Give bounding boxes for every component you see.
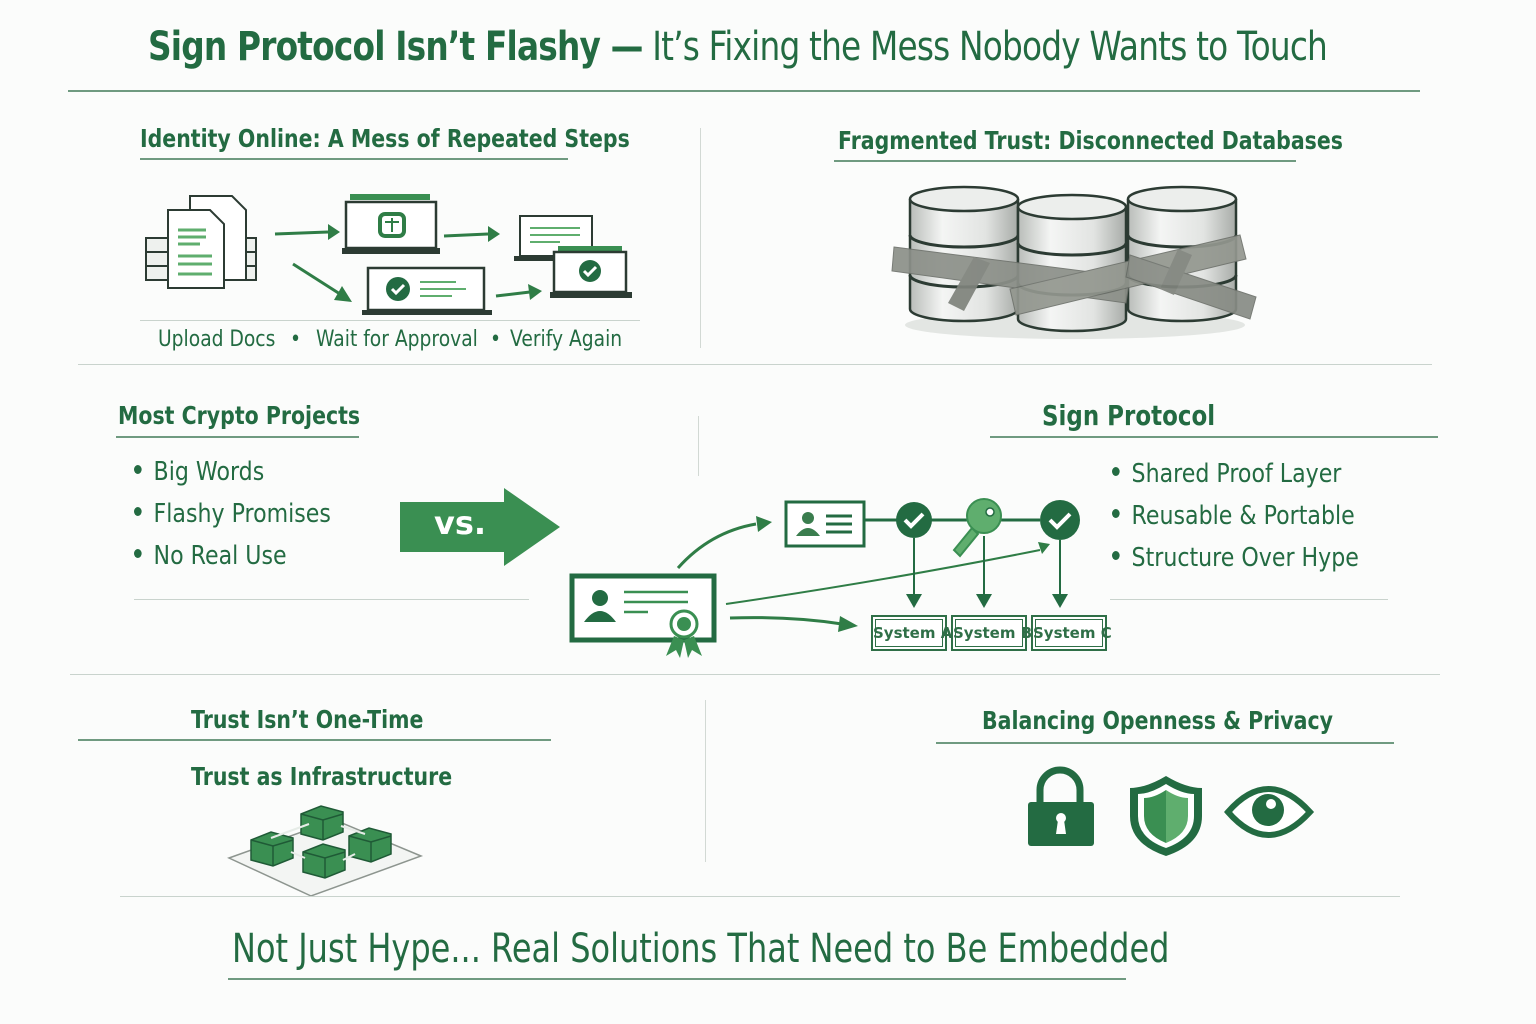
footer-underline xyxy=(228,978,1126,980)
title-light: It’s Fixing the Mess Nobody Wants to Tou… xyxy=(642,24,1328,70)
fragmented-heading: Fragmented Trust: Disconnected Databases xyxy=(838,126,1344,155)
arrow-right-icon xyxy=(729,616,843,626)
sign-heading-underline xyxy=(990,436,1438,438)
sign-divider xyxy=(1110,599,1388,600)
databases-illustration xyxy=(891,185,1257,339)
identity-heading: Identity Online: A Mess of Repeated Step… xyxy=(140,124,630,153)
step-separator: • xyxy=(290,327,302,352)
sign-bullet: Reusable & Portable xyxy=(1112,495,1359,537)
crypto-bullet: No Real Use xyxy=(134,535,331,577)
sign-bullet: Shared Proof Layer xyxy=(1112,453,1359,495)
row-divider xyxy=(70,674,1440,675)
certificate-icon xyxy=(569,573,717,658)
fragmented-heading-underline xyxy=(834,160,1296,162)
shield-icon xyxy=(1130,776,1202,856)
step-wait-approval: Wait for Approval xyxy=(316,327,478,352)
system-a-box: System A xyxy=(871,615,952,651)
arrow-right-icon xyxy=(495,284,542,300)
document-stack-icon xyxy=(145,195,257,289)
laptops-verify-icon xyxy=(514,215,632,298)
id-card-icon xyxy=(784,500,866,548)
identity-flow-illustration xyxy=(145,194,632,315)
crypto-bullet: Big Words xyxy=(134,451,331,493)
column-divider xyxy=(700,128,701,348)
footer-tagline: Not Just Hype... Real Solutions That Nee… xyxy=(232,926,1170,972)
versus-arrow: vs. xyxy=(400,488,560,566)
step-upload-docs: Upload Docs xyxy=(158,327,276,352)
title-divider xyxy=(68,90,1420,92)
duct-tape-icon xyxy=(891,234,1257,320)
trust-heading: Trust Isn’t One-Time xyxy=(191,705,424,734)
check-circle-icon xyxy=(1040,500,1080,540)
sign-protocol-flow-diagram xyxy=(569,498,1080,658)
key-icon xyxy=(952,498,1002,558)
crypto-bullet-list: Big Words Flashy Promises No Real Use xyxy=(134,451,366,577)
trust-subheading: Trust as Infrastructure xyxy=(191,762,453,791)
eye-icon xyxy=(1224,786,1315,838)
sign-bullet-list: Shared Proof Layer Reusable & Portable S… xyxy=(1112,453,1402,579)
column-divider xyxy=(698,416,699,476)
sign-bullet: Structure Over Hype xyxy=(1112,537,1359,579)
identity-caption-divider xyxy=(140,320,640,321)
step-verify-again: Verify Again xyxy=(510,327,623,352)
versus-label: vs. xyxy=(434,504,487,542)
crypto-heading: Most Crypto Projects xyxy=(118,401,361,430)
arrow-right-icon xyxy=(400,488,560,566)
arrow-right-icon xyxy=(443,226,500,242)
privacy-heading-underline xyxy=(936,742,1394,744)
privacy-heading: Balancing Openness & Privacy xyxy=(982,706,1334,735)
check-circle-icon xyxy=(896,502,932,538)
arrow-long-icon xyxy=(725,549,1041,605)
laptop-approval-icon xyxy=(362,266,492,315)
row-divider xyxy=(120,896,1400,897)
arrow-right-icon xyxy=(274,224,340,240)
system-b-box: System B xyxy=(951,615,1032,651)
privacy-icons xyxy=(1028,766,1315,856)
laptop-upload-icon xyxy=(342,194,440,254)
crypto-bullet: Flashy Promises xyxy=(134,493,331,535)
row-divider xyxy=(78,364,1432,365)
connected-blocks-icon xyxy=(227,805,424,897)
system-c-box: System C xyxy=(1031,615,1112,651)
arrow-down-right-icon xyxy=(292,262,352,302)
title-bold: Sign Protocol Isn’t Flashy — xyxy=(148,24,643,70)
sign-heading: Sign Protocol xyxy=(1042,399,1216,432)
identity-heading-underline xyxy=(140,158,568,160)
column-divider xyxy=(705,700,706,862)
crypto-heading-underline xyxy=(116,436,359,438)
trust-heading-underline xyxy=(78,739,551,741)
page-title: Sign Protocol Isn’t Flashy — It’s Fixing… xyxy=(148,24,1328,70)
arrow-up-right-icon xyxy=(676,522,757,569)
crypto-divider xyxy=(134,599,529,600)
padlock-icon xyxy=(1028,766,1094,846)
step-separator: • xyxy=(490,327,502,352)
